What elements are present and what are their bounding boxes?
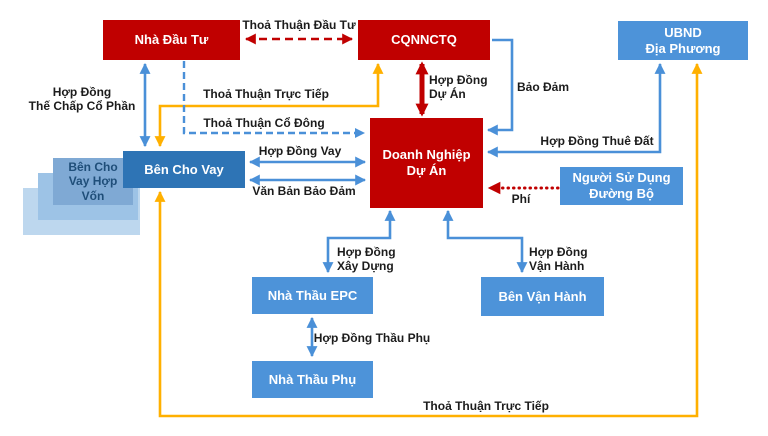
edge-guarantee xyxy=(486,38,514,136)
node-lender: Bên Cho Vay xyxy=(123,151,245,188)
edge-construction-contract xyxy=(322,209,396,274)
node-project-enterprise: Doanh Nghiệp Dự Án xyxy=(370,118,483,208)
edge-direct-agreement-lower xyxy=(154,62,703,418)
node-road-users: Người Sử Dụng Đường Bộ xyxy=(560,167,683,205)
node-operator: Bên Vận Hành xyxy=(481,277,604,316)
node-local-government: UBND Địa Phương xyxy=(618,21,748,60)
node-investor: Nhà Đầu Tư xyxy=(103,20,240,60)
edge-label-operation-contract: Hợp Đồng Vận Hành xyxy=(529,245,588,274)
edge-label-direct-agreement-lower: Thoả Thuận Trực Tiếp xyxy=(423,398,549,413)
node-subcontractor: Nhà Thầu Phụ xyxy=(252,361,373,398)
edge-label-subcontract: Hợp Đồng Thầu Phụ xyxy=(313,330,431,345)
node-epc-contractor: Nhà Thầu EPC xyxy=(252,277,373,314)
edge-label-project-contract: Hợp Đồng Dự Án xyxy=(429,73,488,102)
edge-label-guarantee: Bảo Đảm xyxy=(516,79,570,94)
edge-label-direct-agreement-upper: Thoả Thuận Trực Tiếp xyxy=(203,86,329,101)
edge-operation-contract xyxy=(442,209,528,274)
edge-label-toll-fee: Phí xyxy=(511,191,531,206)
edge-label-investment-agreement: Thoả Thuận Đầu Tư xyxy=(242,17,356,32)
edge-label-construction-contract: Hợp Đồng Xây Dựng xyxy=(337,245,396,274)
edge-label-security-document: Văn Bản Bảo Đảm xyxy=(252,183,356,198)
edge-label-land-lease-contract: Hợp Đồng Thuê Đất xyxy=(540,133,654,148)
edge-label-loan-contract: Hợp Đồng Vay xyxy=(258,143,342,158)
edge-label-share-pledge-contract: Hợp Đồng Thế Chấp Cổ Phần xyxy=(28,84,136,113)
node-state-authority: CQNNCTQ xyxy=(358,20,490,60)
edge-label-shareholder-agreement: Thoả Thuận Cổ Đông xyxy=(203,115,325,130)
node-syndicated-lenders: Bên Cho Vay Hợp Vốn xyxy=(53,158,133,205)
